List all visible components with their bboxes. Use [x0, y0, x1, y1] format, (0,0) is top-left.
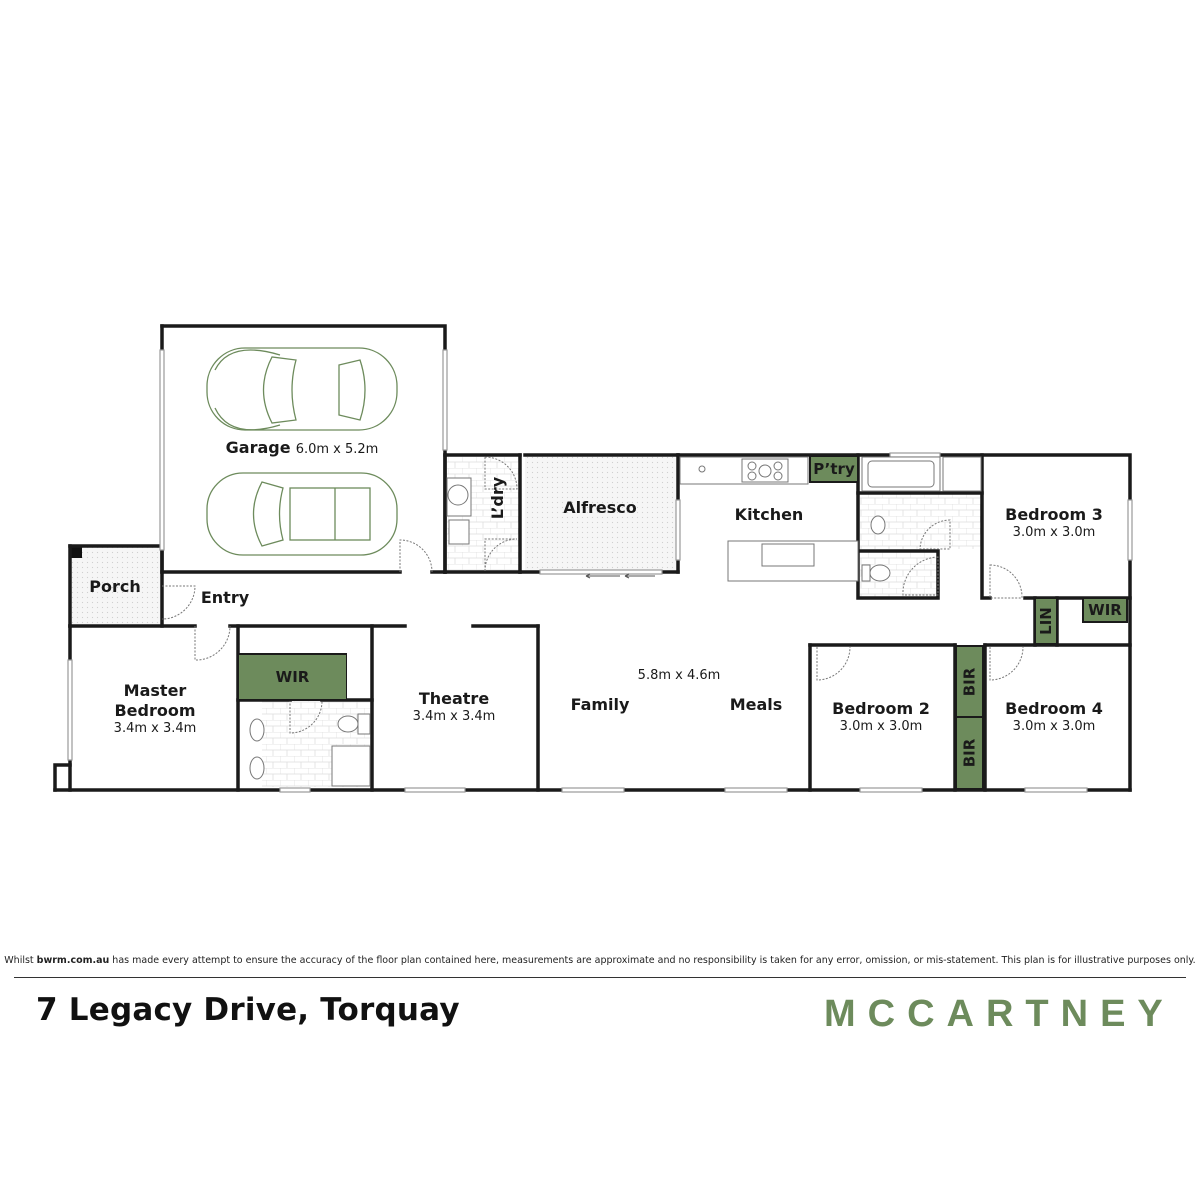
- porch-floor: [70, 546, 162, 626]
- entry-label: Entry: [200, 588, 250, 607]
- brand-logo: MCCARTNEY: [824, 993, 1175, 1035]
- family-meals-dims: 5.8m x 4.6m: [637, 668, 721, 683]
- disclaimer: Whilst bwrm.com.au has made every attemp…: [4, 955, 1196, 966]
- disclaimer-site-link: bwrm.com.au: [36, 955, 110, 966]
- property-address: 7 Legacy Drive, Torquay: [36, 992, 460, 1028]
- meals-label: Meals: [729, 695, 783, 714]
- laundry-label: L’dry: [488, 476, 507, 520]
- alfresco-floor: [525, 455, 677, 571]
- car-icon: [206, 347, 398, 556]
- bedroom4-label: Bedroom 4 3.0m x 3.0m: [1005, 699, 1103, 734]
- linen-cupboard: LIN: [1034, 597, 1058, 645]
- master-bedroom-label: Master Bedroom 3.4m x 3.4m: [113, 681, 197, 736]
- porch-pillar: [70, 546, 82, 558]
- bedroom2-label: Bedroom 2 3.0m x 3.0m: [832, 699, 930, 734]
- footer-divider: [14, 977, 1186, 978]
- bedroom3-wir: WIR: [1082, 597, 1128, 623]
- porch-label: Porch: [89, 577, 141, 596]
- bedroom3-label: Bedroom 3 3.0m x 3.0m: [1005, 505, 1103, 540]
- master-wir: WIR: [237, 653, 347, 701]
- theatre-label: Theatre 3.4m x 3.4m: [412, 689, 496, 724]
- kitchen-label: Kitchen: [734, 505, 804, 524]
- family-label: Family: [570, 695, 630, 714]
- alfresco-label: Alfresco: [563, 498, 637, 517]
- bedroom2-bir: BIR: [955, 645, 984, 718]
- bedroom4-bir: BIR: [955, 716, 984, 790]
- garage-label: Garage 6.0m x 5.2m: [225, 438, 379, 457]
- pantry-block: P’try: [809, 455, 859, 483]
